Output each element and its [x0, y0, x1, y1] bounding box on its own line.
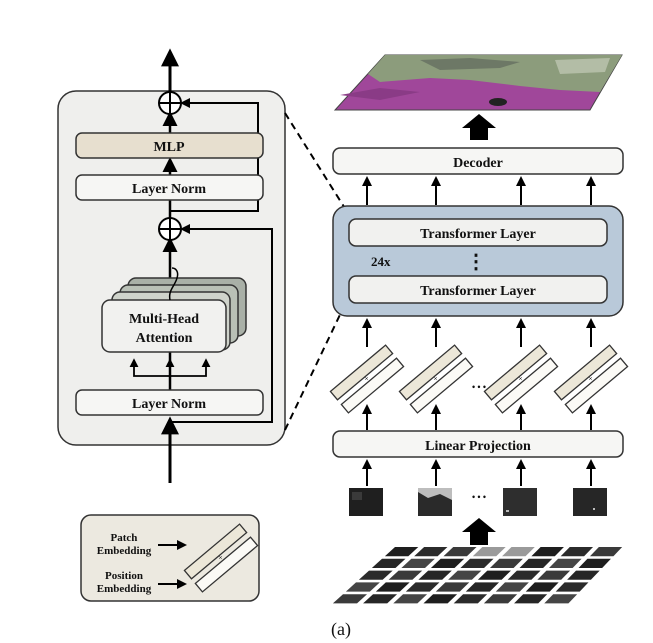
input-patch-tile	[525, 582, 559, 592]
embedding-pair-4: +	[553, 344, 629, 414]
input-patch-tile	[589, 547, 623, 557]
projection-to-embedding-arrows	[362, 404, 596, 430]
transformer-layer-top-box	[348, 218, 608, 247]
input-patch-tile	[578, 558, 611, 569]
legend-embedding-glyph: +	[183, 523, 259, 593]
input-patch-tile	[371, 558, 406, 569]
input-patch-tile	[332, 594, 368, 604]
figure-caption: (a)	[331, 619, 351, 640]
input-patch-tile	[514, 594, 548, 604]
image-patches	[349, 488, 607, 516]
transformer-layer-bottom-label: Transformer Layer	[420, 284, 536, 299]
decoder-box	[332, 147, 624, 175]
attention-label-line1: Multi-Head	[129, 312, 199, 327]
input-patch-tile	[477, 570, 511, 580]
embedding-ellipsis: • • •	[472, 382, 486, 392]
legend-position-line1: Position	[105, 570, 143, 582]
embedding-pair-3: +	[483, 344, 559, 414]
svg-text:+: +	[586, 373, 596, 383]
input-patch-tile	[502, 547, 535, 557]
input-patch-tile	[519, 558, 553, 569]
input-patch-tile	[495, 582, 529, 592]
layer-norm-top-box	[75, 174, 264, 201]
add-node-lower	[158, 217, 182, 241]
transformer-layer-top-label: Transformer Layer	[420, 227, 536, 242]
linear-projection-label: Linear Projection	[425, 439, 531, 454]
input-patch-tile	[363, 594, 398, 604]
image-patch-4	[573, 488, 607, 516]
embedding-to-transformer-arrows	[362, 318, 596, 347]
input-patch-tile	[560, 547, 594, 557]
transformer-to-decoder-arrows	[362, 176, 596, 205]
input-patch-tile	[414, 547, 448, 557]
input-patch-tile	[443, 547, 477, 557]
output-segmentation-map	[333, 54, 623, 111]
input-image-grid	[332, 547, 623, 604]
legend-patch-line2: Embedding	[97, 545, 152, 557]
layer-norm-top-label: Layer Norm	[132, 182, 206, 197]
input-patch-tile	[375, 582, 410, 592]
input-patch-tile	[507, 570, 541, 580]
input-patch-tile	[405, 582, 440, 592]
svg-text:+: +	[362, 373, 372, 383]
input-patch-tile	[567, 570, 600, 580]
output-thick-arrow	[462, 114, 496, 140]
input-patch-tile	[465, 582, 500, 592]
patch-ellipsis: • • •	[472, 492, 486, 502]
input-patch-tile	[423, 594, 458, 604]
input-patch-tile	[531, 547, 564, 557]
input-patch-tile	[472, 547, 506, 557]
input-patch-tile	[435, 582, 470, 592]
input-patch-tile	[430, 558, 465, 569]
linear-projection-box	[332, 430, 624, 458]
decoder-label: Decoder	[453, 156, 503, 171]
input-patch-tile	[393, 594, 428, 604]
legend-position-line2: Embedding	[97, 583, 152, 595]
input-patch-tile	[401, 558, 435, 569]
embedding-pair-1: +	[329, 344, 405, 414]
attention-qkv-arrows	[129, 358, 211, 388]
mlp-label: MLP	[153, 140, 185, 155]
input-patch-tile	[384, 547, 419, 557]
repeat-count-label: 24x	[371, 254, 391, 269]
input-thick-arrow	[462, 518, 496, 545]
input-patch-tile	[537, 570, 571, 580]
zoom-line-bottom	[284, 299, 348, 431]
layer-norm-bottom-box	[75, 389, 264, 416]
input-patch-tile	[453, 594, 488, 604]
input-patch-tile	[388, 570, 423, 580]
input-patch-tile	[358, 570, 393, 580]
input-patch-tile	[460, 558, 494, 569]
stack-vertical-dots: ⋮	[466, 251, 486, 273]
input-patch-tile	[483, 594, 518, 604]
mlp-box	[75, 132, 264, 159]
layer-norm-bottom-label: Layer Norm	[132, 397, 206, 412]
multi-head-attention-box	[101, 299, 227, 353]
transformer-layer-bottom-box	[348, 275, 608, 304]
embedding-legend: Patch Embedding Position Embedding +	[80, 514, 260, 602]
input-patch-tile	[555, 582, 589, 592]
input-patch-tile	[544, 594, 578, 604]
svg-text:+: +	[516, 373, 526, 383]
svg-text:+: +	[216, 552, 226, 562]
embedding-pair-2: +	[398, 344, 474, 414]
legend-patch-line1: Patch	[111, 532, 138, 544]
svg-text:+: +	[431, 373, 441, 383]
input-patch-tile	[345, 582, 380, 592]
encoder-block-detail: MLP Layer Norm Multi-Head Attention Laye…	[57, 48, 286, 483]
patch-to-projection-arrows	[362, 459, 596, 486]
residual-connection-lower	[170, 224, 273, 423]
attention-label-line2: Attention	[136, 331, 193, 346]
input-patch-tile	[489, 558, 523, 569]
input-patch-tile	[418, 570, 452, 580]
add-node-upper	[158, 91, 182, 115]
input-patch-tile	[549, 558, 582, 569]
attention-output-curl	[168, 267, 179, 301]
input-patch-tile	[448, 570, 482, 580]
